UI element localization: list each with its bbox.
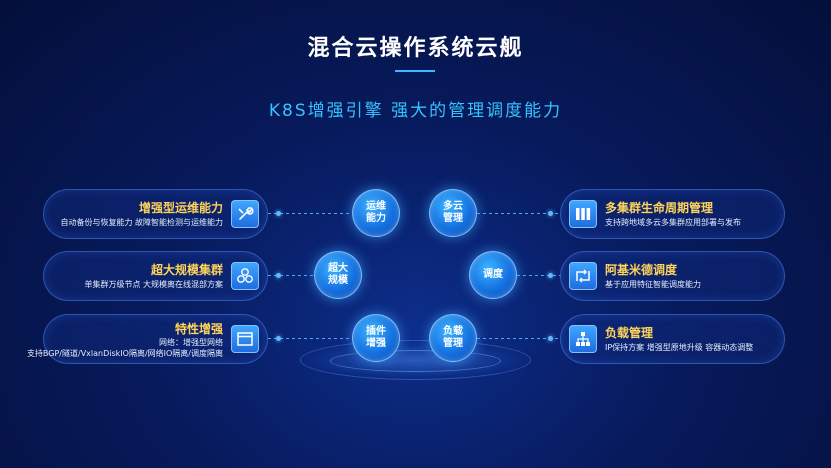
card-scale-title: 超大规模集群 xyxy=(150,263,223,277)
window-icon xyxy=(231,325,259,353)
node-plugin-line2: 增强 xyxy=(366,338,386,349)
card-load-title: 负载管理 xyxy=(605,326,654,340)
connector-dot-scale xyxy=(276,273,281,278)
node-schedule-line1: 调度 xyxy=(483,269,503,280)
hexagon-cluster-icon xyxy=(231,262,259,290)
node-load: 负载管理 xyxy=(429,314,477,362)
node-multicloud: 多云管理 xyxy=(429,189,477,237)
connector-dot-plugin xyxy=(276,336,281,341)
page-title: 混合云操作系统云舰 xyxy=(307,36,524,61)
node-schedule: 调度 xyxy=(469,251,517,299)
connector-dot-load xyxy=(548,336,553,341)
connector-plugin xyxy=(268,338,352,339)
card-plugin-desc2: 支持BGP/隧道/VxlanDiskIO隔离/网络IO隔离/调度隔离 xyxy=(26,349,223,358)
node-plugin: 插件增强 xyxy=(352,314,400,362)
arrows-icon xyxy=(569,262,597,290)
connector-schedule xyxy=(517,275,561,276)
node-ops-line1: 运维 xyxy=(366,201,386,212)
wrench-icon xyxy=(231,200,259,228)
connector-load xyxy=(477,338,561,339)
card-plugin-title: 特性增强 xyxy=(174,322,223,336)
connector-dot-schedule xyxy=(548,273,553,278)
connector-ops xyxy=(268,213,352,214)
node-ops: 运维能力 xyxy=(352,189,400,237)
card-archimedes: 阿基米德调度 基于应用特征智能调度能力 xyxy=(560,251,785,301)
card-ops-desc: 自动备份与恢复能力 故障智能检测与运维能力 xyxy=(60,218,223,227)
connector-scale xyxy=(268,275,314,276)
hierarchy-icon xyxy=(569,325,597,353)
node-scale: 超大规模 xyxy=(314,251,362,299)
node-scale-line1: 超大 xyxy=(328,263,348,274)
node-scale-line2: 规模 xyxy=(328,275,348,286)
connector-multicloud xyxy=(477,213,561,214)
node-plugin-line1: 插件 xyxy=(366,326,386,337)
card-archimedes-title: 阿基米德调度 xyxy=(605,263,678,277)
card-plugin: 特性增强 网络：增强型网络 支持BGP/隧道/VxlanDiskIO隔离/网络I… xyxy=(27,314,268,364)
page-subtitle: K8S增强引擎 强大的管理调度能力 xyxy=(268,101,563,121)
card-multicluster: 多集群生命周期管理 支持跨地域多云多集群应用部署与发布 xyxy=(560,189,785,239)
node-load-line2: 管理 xyxy=(443,338,463,349)
node-load-line1: 负载 xyxy=(443,326,463,337)
card-scale: 超大规模集群 单集群万级节点 大规模离在线混部方案 xyxy=(43,251,268,301)
card-load-desc: IP保持方案 增强型原地升级 容器动态调整 xyxy=(605,343,754,352)
card-scale-desc: 单集群万级节点 大规模离在线混部方案 xyxy=(84,280,223,289)
node-multicloud-line1: 多云 xyxy=(443,201,463,212)
card-plugin-desc1: 网络：增强型网络 xyxy=(159,338,223,347)
card-multicluster-title: 多集群生命周期管理 xyxy=(605,201,714,215)
card-ops: 增强型运维能力 自动备份与恢复能力 故障智能检测与运维能力 xyxy=(43,189,268,239)
connector-dot-ops xyxy=(276,211,281,216)
card-archimedes-desc: 基于应用特征智能调度能力 xyxy=(605,280,701,289)
title-underline xyxy=(395,70,435,72)
card-load: 负载管理 IP保持方案 增强型原地升级 容器动态调整 xyxy=(560,314,785,364)
node-ops-line2: 能力 xyxy=(366,213,386,224)
node-multicloud-line2: 管理 xyxy=(443,213,463,224)
connector-dot-multicloud xyxy=(548,211,553,216)
card-ops-title: 增强型运维能力 xyxy=(138,201,223,215)
columns-icon xyxy=(569,200,597,228)
central-platform-ring xyxy=(330,350,501,372)
card-multicluster-desc: 支持跨地域多云多集群应用部署与发布 xyxy=(605,218,741,227)
